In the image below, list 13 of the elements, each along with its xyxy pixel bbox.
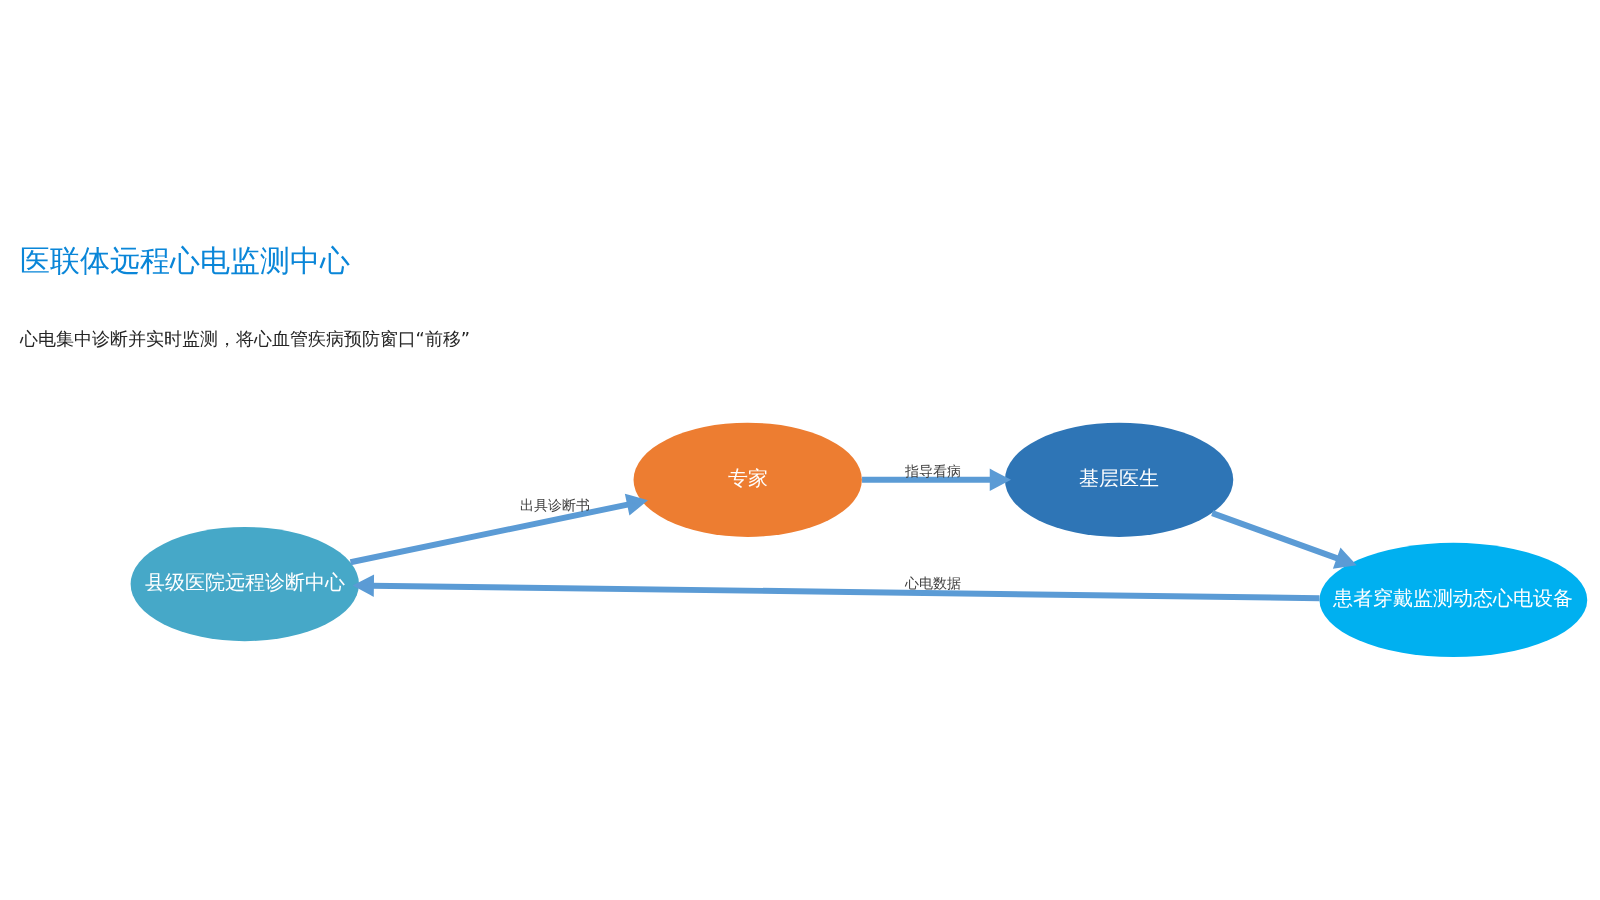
arrow	[352, 574, 1320, 602]
arrow	[349, 493, 648, 566]
edge-label: 心电数据	[905, 575, 962, 592]
edge-label: 指导看病	[905, 463, 962, 480]
node-ellipse: 患者穿戴监测动态心电设备	[1319, 542, 1588, 658]
label: 心电集中诊断并实时监测，将心血管疾病预防窗口“前移”	[19, 328, 471, 350]
arrow	[862, 468, 1012, 491]
diagram-title: 医联体远程心电监测中心	[20, 242, 351, 278]
node-ellipse: 专家	[633, 422, 862, 537]
node-ellipse: 县级医院远程诊断中心	[130, 526, 359, 642]
edge-label: 出具诊断书	[520, 496, 591, 513]
arrow	[1211, 510, 1357, 569]
node-ellipse: 基层医生	[1004, 422, 1234, 537]
